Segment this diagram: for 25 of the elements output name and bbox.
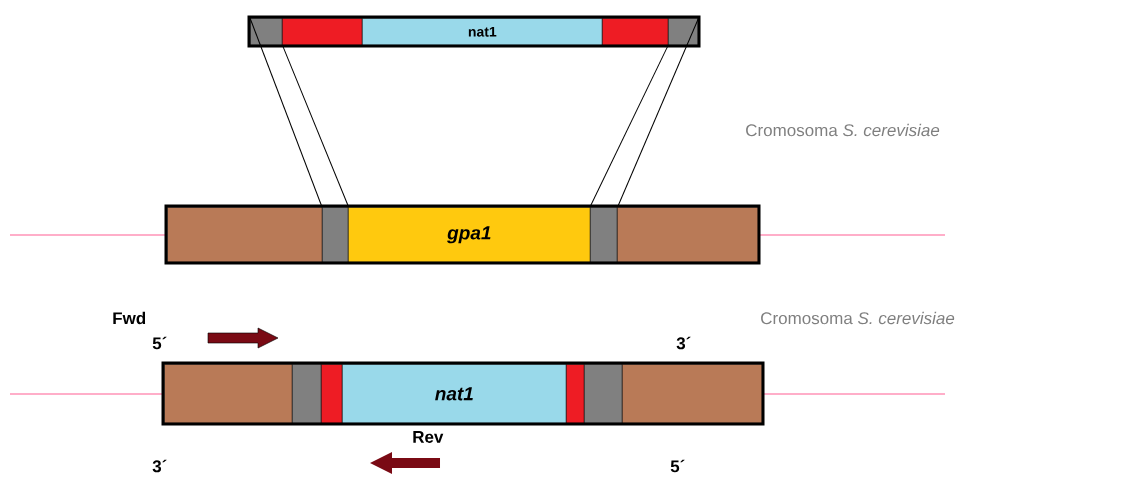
primer-label: Fwd — [113, 311, 146, 325]
insertion-line — [617, 17, 700, 208]
gene-segment — [282, 18, 363, 46]
chromosome-label: Cromosoma S. cerevisiae — [746, 123, 940, 137]
gene-segment — [590, 207, 618, 263]
gene-segment — [292, 364, 322, 424]
gene-segment: nat1 — [362, 18, 603, 46]
insertion-line — [282, 45, 350, 208]
gene-segment — [322, 207, 349, 263]
chromosome-label: Cromosoma S. cerevisiae — [761, 311, 955, 325]
strand-end-label: 3´ — [152, 459, 167, 473]
gene-segment — [321, 364, 343, 424]
gene-segment — [566, 364, 585, 424]
gene-segment: nat1 — [342, 364, 567, 424]
gene-segment: gpa1 — [348, 207, 591, 263]
gene-segment — [584, 364, 623, 424]
strand-end-label: 5´ — [670, 459, 685, 473]
insertion-line — [249, 17, 323, 208]
insertion-line — [589, 45, 669, 208]
gene-segment — [167, 207, 323, 263]
gene-segment — [602, 18, 669, 46]
strand-end-label: 5´ — [152, 336, 167, 350]
gene-segment — [622, 364, 763, 424]
gene-segment — [617, 207, 759, 263]
gene-segment — [164, 364, 293, 424]
